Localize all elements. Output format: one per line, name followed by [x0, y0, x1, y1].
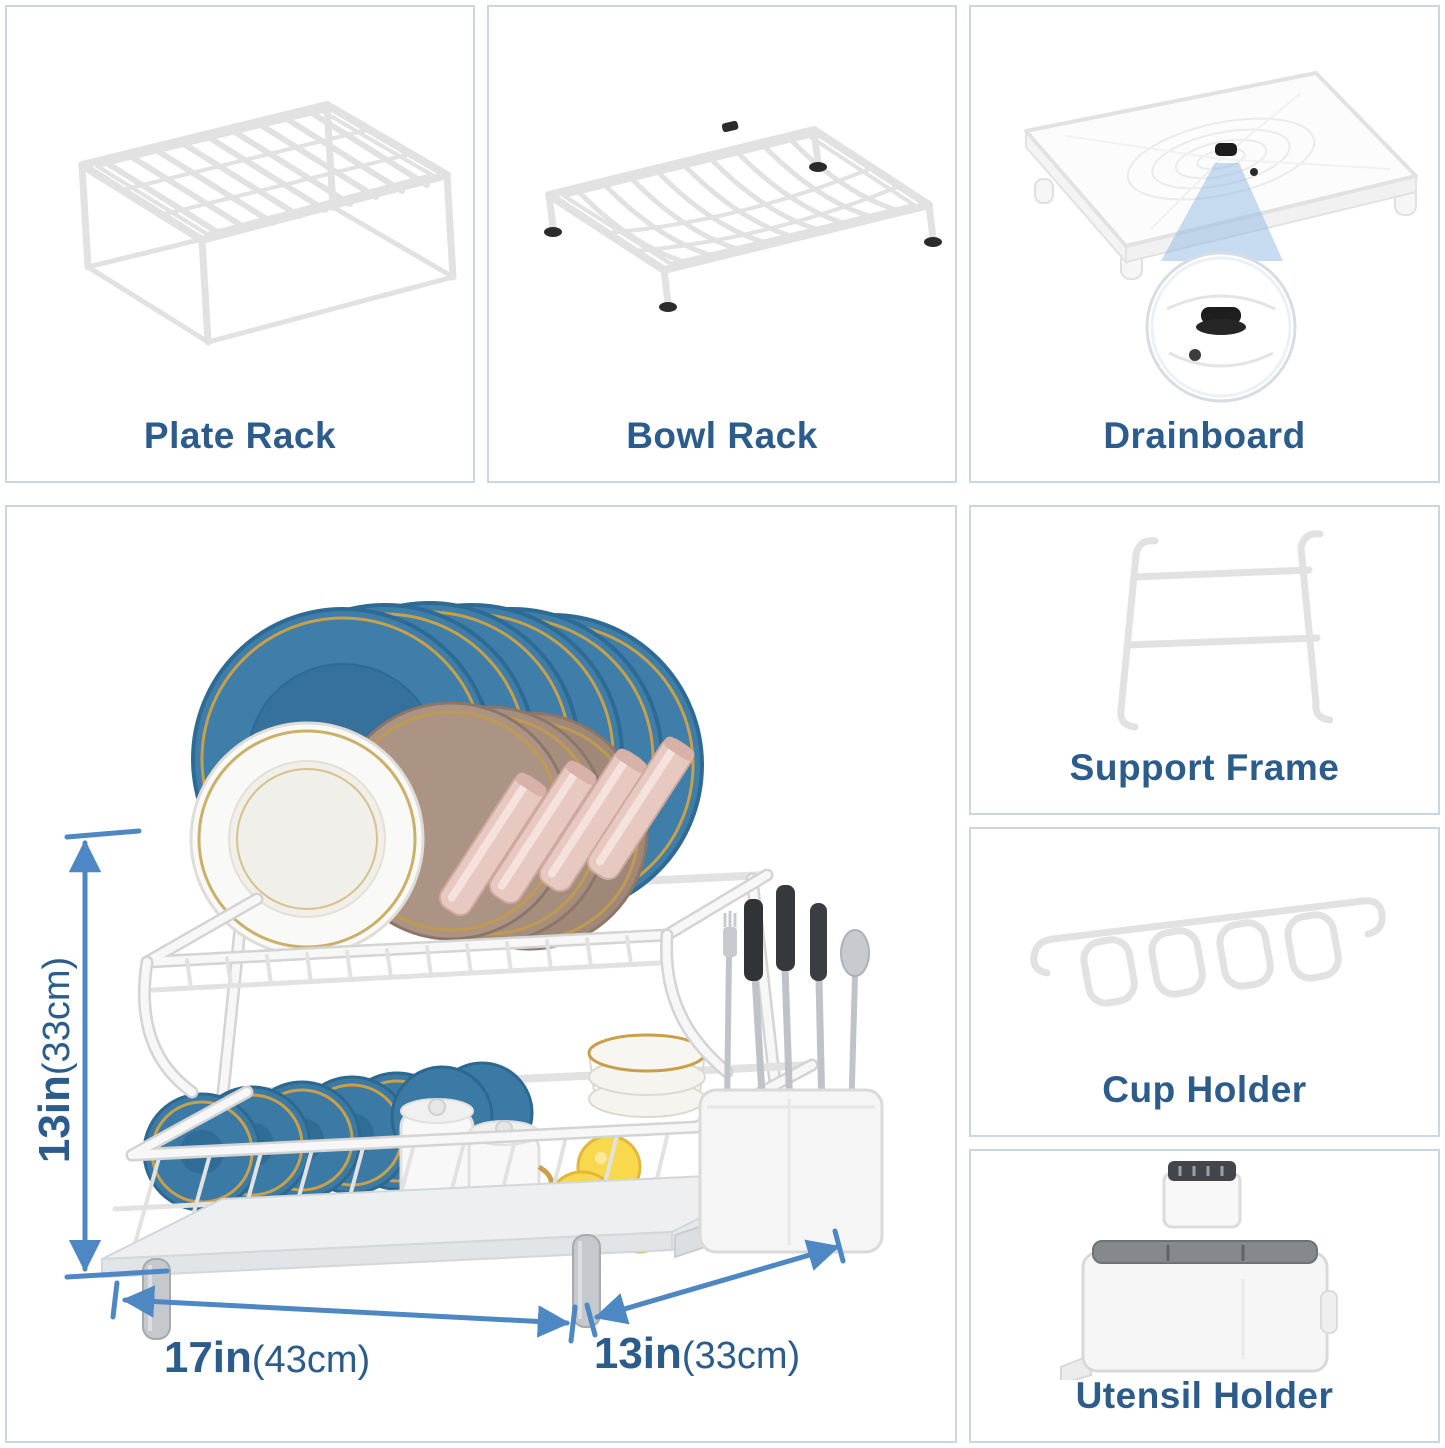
panel-utensil-holder: Utensil Holder: [969, 1149, 1440, 1443]
knife-block: [1162, 1161, 1242, 1229]
support-frame-illustration: [1117, 530, 1334, 731]
cup-holder-label: Cup Holder: [1102, 1069, 1307, 1110]
panel-support-frame: Support Frame: [969, 505, 1440, 815]
bowl-rack-label: Bowl Rack: [626, 415, 818, 456]
top-tier-frame: [140, 868, 774, 993]
width-value: 17in: [163, 1333, 252, 1382]
panel-plate-rack: Plate Rack: [5, 5, 475, 483]
glasses: [438, 736, 695, 917]
magnifier-beam: [1161, 163, 1283, 261]
panel-cup-holder: Cup Holder: [969, 827, 1440, 1137]
depth-dimension-label: 13in(33cm): [487, 1329, 907, 1379]
bowl-rack-illustration: [544, 120, 942, 312]
utensil-caddy: [698, 1088, 884, 1254]
caddy-box: [1060, 1240, 1338, 1380]
utensil-holder-illustration: [1060, 1161, 1338, 1380]
white-bowls: [587, 1033, 707, 1118]
plate-rack-label: Plate Rack: [143, 415, 337, 456]
panel-bowl-rack: Bowl Rack: [487, 5, 957, 483]
drain-plug: [1215, 143, 1237, 156]
depth-value: 13in: [593, 1329, 682, 1378]
panel-main-product: 13in(33cm) 17in(43cm) 13in(33cm): [5, 505, 957, 1443]
utensil-holder-label: Utensil Holder: [1075, 1375, 1334, 1416]
bowl-rack-feet: [544, 120, 942, 312]
drainboard-illustration: [1024, 71, 1418, 403]
panel-drainboard: Drainboard: [969, 5, 1440, 483]
support-frame-label: Support Frame: [1069, 747, 1340, 788]
bottom-tier-frame: [112, 928, 819, 1212]
plate-rack-illustration: [78, 101, 457, 346]
width-unit: (43cm): [251, 1339, 371, 1381]
drainboard-label: Drainboard: [1103, 415, 1306, 456]
depth-unit: (33cm): [681, 1335, 801, 1377]
height-value: 13in: [30, 1075, 79, 1164]
height-dimension-label: 13in(33cm): [30, 910, 80, 1210]
dimension-lines: [64, 828, 846, 1344]
cup-holder-illustration: [1030, 897, 1386, 1007]
utensils: [723, 885, 870, 1122]
plug-magnifier: [1145, 251, 1297, 403]
width-dimension-label: 17in(43cm): [62, 1333, 472, 1383]
dish-rack-photo-illustration: [64, 601, 884, 1344]
height-unit: (33cm): [36, 956, 78, 1076]
